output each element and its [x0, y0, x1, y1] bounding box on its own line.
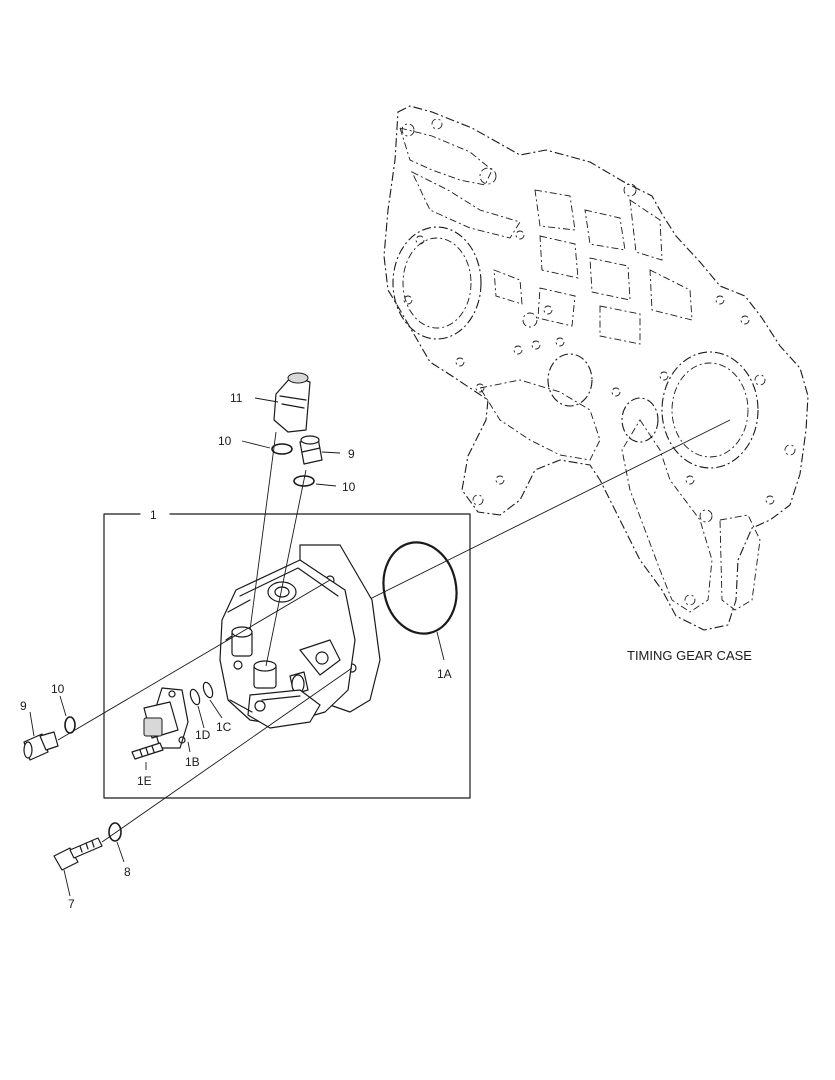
washer-8: [108, 822, 122, 842]
timing-gear-case: [383, 105, 809, 631]
connector-11: [273, 372, 311, 433]
mounting-axis-line: [367, 419, 731, 601]
o-ring-1a: [382, 541, 458, 635]
washer-10-mid: [293, 475, 315, 487]
callout-7: 7: [68, 897, 75, 911]
callout-1d: 1D: [195, 728, 211, 742]
callout-11: 11: [230, 391, 243, 405]
callout-10-left: 10: [51, 682, 65, 696]
callout-1b: 1B: [185, 755, 200, 769]
callout-1: 1: [150, 508, 157, 522]
callout-1a: 1A: [437, 667, 452, 681]
leader-lines: [29, 397, 445, 897]
o-ring-1c: [202, 681, 214, 699]
pump-assembly-frame: [103, 513, 471, 799]
screw-1e: [131, 742, 164, 760]
callout-1c: 1C: [216, 720, 232, 734]
callout-9-top: 9: [348, 447, 355, 461]
washer-10-top: [271, 443, 293, 455]
o-ring-1d: [189, 688, 201, 706]
timing-gear-case-label: TIMING GEAR CASE: [627, 648, 752, 663]
callout-9-left: 9: [20, 699, 27, 713]
metering-unit-1b: [143, 687, 189, 749]
callout-10-top: 10: [218, 434, 232, 448]
callout-8: 8: [124, 865, 131, 879]
callout-10-mid: 10: [342, 480, 356, 494]
plug-9-left: [23, 731, 59, 761]
high-pressure-pump: [219, 544, 381, 729]
callout-1e: 1E: [137, 774, 152, 788]
bolt-7: [53, 837, 103, 871]
fitting-9-top: [299, 435, 323, 465]
